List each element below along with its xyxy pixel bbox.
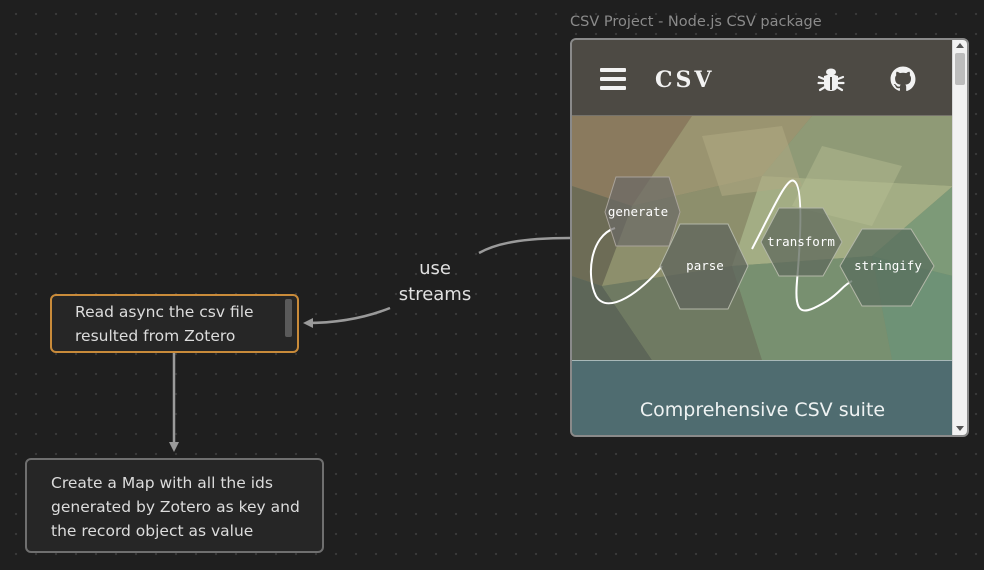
web-node-frame[interactable]: CSV xyxy=(570,38,969,437)
web-node-title[interactable]: CSV Project - Node.js CSV package xyxy=(570,14,822,30)
github-icon[interactable] xyxy=(890,66,916,92)
hex-label-transform: transform xyxy=(767,234,835,249)
edge-label[interactable]: use streams xyxy=(398,258,472,305)
site-tagline: Comprehensive CSV suite xyxy=(639,399,886,421)
hex-label-generate: generate xyxy=(608,204,668,219)
node-read-csv[interactable]: Read async the csv file resulted from Zo… xyxy=(50,294,299,353)
tagline-band: Comprehensive CSV suite xyxy=(572,360,953,435)
scroll-up-arrow[interactable] xyxy=(956,43,964,48)
hex-label-parse: parse xyxy=(686,258,724,273)
site-header: CSV xyxy=(572,40,953,116)
edge-streams-to-read[interactable] xyxy=(303,306,391,328)
scroll-down-arrow[interactable] xyxy=(956,426,964,431)
site-logo[interactable]: CSV xyxy=(655,67,715,93)
hex-stringify: stringify xyxy=(839,228,935,307)
hamburger-menu-icon[interactable] xyxy=(600,68,626,90)
bug-icon[interactable] xyxy=(817,65,845,93)
hex-transform: transform xyxy=(760,207,843,277)
node-scroll-thumb[interactable] xyxy=(285,299,292,337)
hex-label-stringify: stringify xyxy=(854,258,922,273)
hex-parse: parse xyxy=(659,223,749,310)
node-create-map[interactable]: Create a Map with all the ids generated … xyxy=(25,458,324,553)
hero-graphic: generate parse transform stringify xyxy=(572,116,953,360)
scroll-thumb[interactable] xyxy=(955,53,965,85)
hex-generate: generate xyxy=(604,176,681,247)
web-node-scrollbar[interactable] xyxy=(952,40,967,435)
node-read-csv-text[interactable]: Read async the csv file resulted from Zo… xyxy=(75,303,254,345)
node-create-map-text[interactable]: Create a Map with all the ids generated … xyxy=(51,474,300,540)
edge-webnode-to-read[interactable] xyxy=(478,236,571,255)
